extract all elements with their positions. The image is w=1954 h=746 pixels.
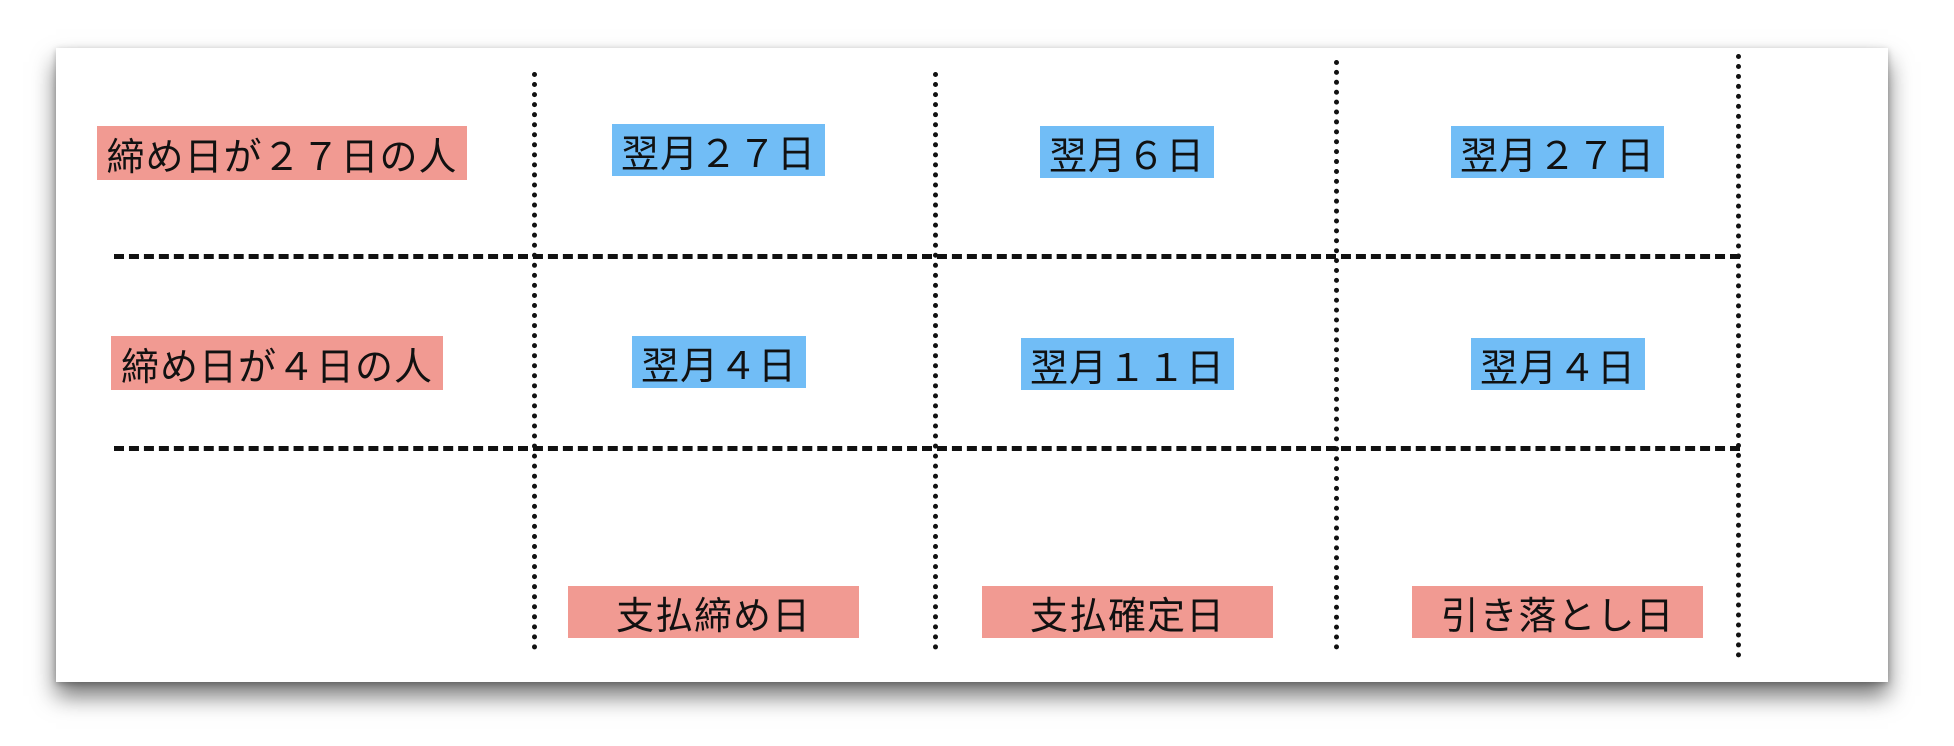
row2-debit-date: 翌月４日 [1471,338,1645,390]
row-divider-2 [114,446,1740,451]
row1-payment-closing-date: 翌月２７日 [612,124,825,176]
column-divider-4 [1736,54,1741,658]
row1-debit-date: 翌月２７日 [1451,126,1664,178]
column-label-payment-confirm: 支払確定日 [982,586,1273,638]
row-label-closing-4: 締め日が４日の人 [111,336,443,390]
column-label-debit: 引き落とし日 [1412,586,1703,638]
column-label-payment-closing: 支払締め日 [568,586,859,638]
row-divider-1 [114,254,1740,259]
column-divider-1 [532,72,537,650]
row2-payment-closing-date: 翌月４日 [632,336,806,388]
column-divider-3 [1334,60,1339,650]
row1-payment-confirm-date: 翌月６日 [1040,126,1214,178]
row2-payment-confirm-date: 翌月１１日 [1021,338,1234,390]
row-label-closing-27: 締め日が２７日の人 [97,126,467,180]
column-divider-2 [933,72,938,650]
